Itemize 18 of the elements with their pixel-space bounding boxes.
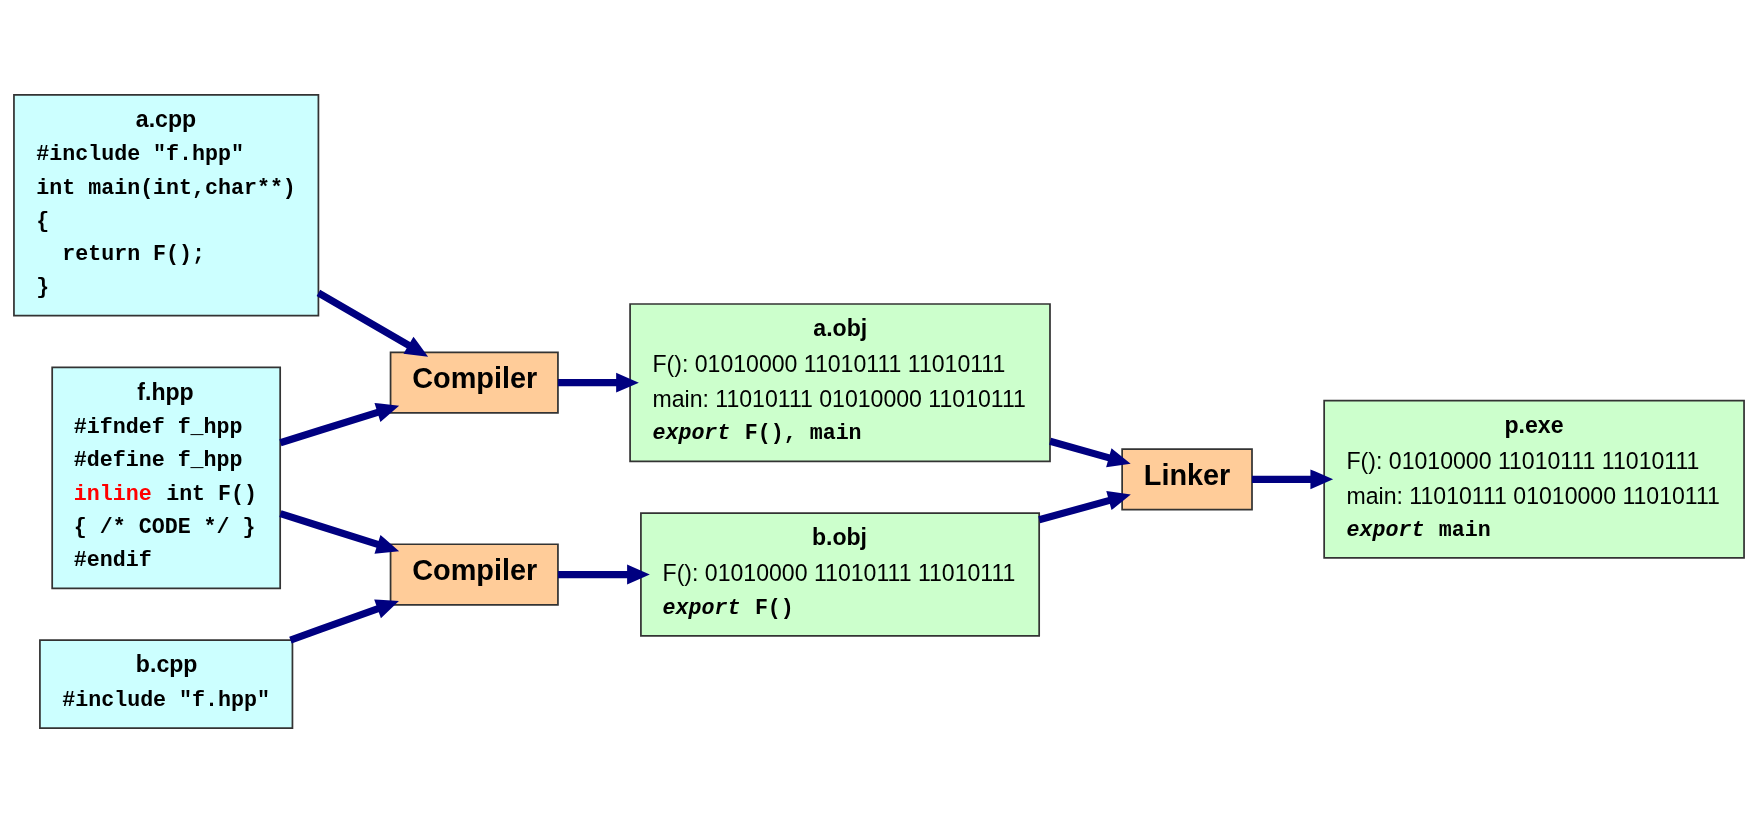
arrow: [279, 402, 400, 446]
arrow: [1038, 490, 1131, 523]
node-box: b.obj F(): 01010000 11010111 11010111 export F(): [640, 511, 1041, 637]
arrow: [558, 372, 639, 393]
arrow: [1252, 468, 1334, 489]
node-box: b.cpp #include "f.hpp": [39, 638, 294, 729]
node-box: Linker: [1121, 447, 1253, 510]
node-box: a.obj F(): 01010000 11010111 11010111 main: 11010111 01010000 11010111 export F(), main: [629, 302, 1051, 462]
arrow: [1049, 437, 1131, 467]
arrow: [558, 564, 650, 584]
node-box: Compiler: [389, 350, 559, 414]
node-box: p.exe F(): 01010000 11010111 11010111 main: 11010111 01010000 11010111 export main: [1323, 399, 1745, 559]
arrow: [316, 289, 429, 357]
arrow: [279, 509, 400, 554]
node-box: f.hpp #ifndef f_hpp #define f_hpp inline int F() { /* CODE */ } #endif: [51, 366, 282, 589]
arrow: [289, 598, 399, 643]
node-box: a.cpp #include "f.hpp" int main(int,char**) { return F(); }: [13, 93, 320, 316]
node-box: Compiler: [389, 542, 559, 606]
